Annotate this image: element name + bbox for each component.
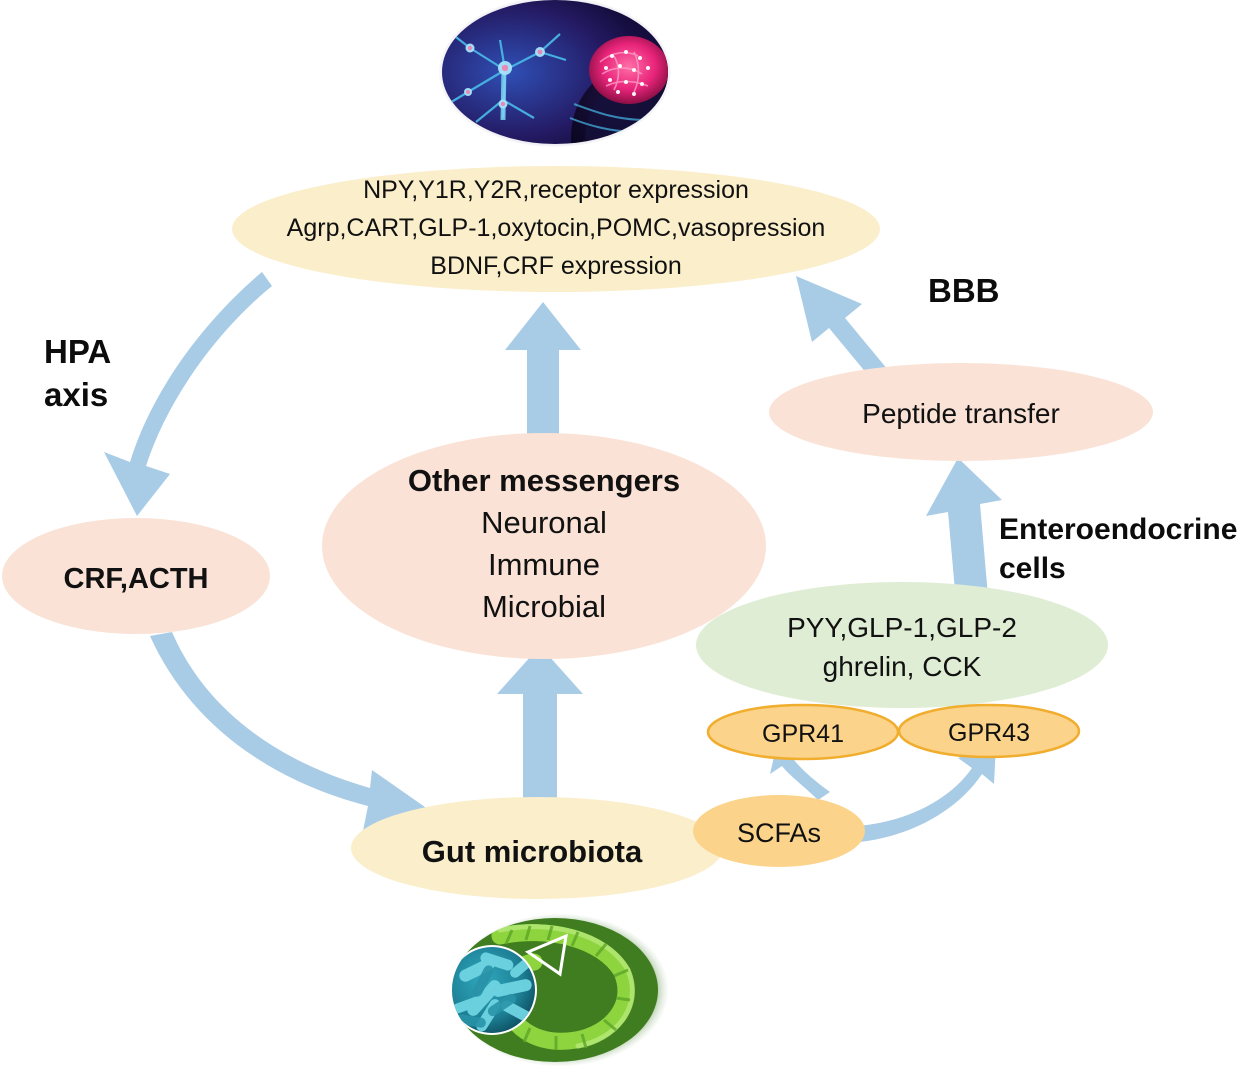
other-messengers-line-1: Neuronal [481,505,607,540]
other-messengers-heading: Other messengers [408,463,680,498]
node-brain-peptides[interactable]: NPY,Y1R,Y2R,receptor expression Agrp,CAR… [232,166,880,292]
brain-peptides-line-2: Agrp,CART,GLP-1,oxytocin,POMC,vasopressi… [287,214,826,242]
peptide-transfer-label: Peptide transfer [862,398,1060,429]
gut-peptides-line-1: PYY,GLP-1,GLP-2 [787,612,1017,643]
annotation-bbb: BBB [928,272,1000,309]
hpa-axis-line-2: axis [44,376,108,413]
gut-microbiota-label: Gut microbiota [422,834,643,869]
other-messengers-line-2: Immune [488,547,600,582]
gpr43-label: GPR43 [948,719,1030,747]
node-gut-microbiota[interactable]: Gut microbiota [351,797,723,899]
bbb-label: BBB [928,272,1000,309]
brain-neuron-image [439,0,671,147]
node-gpr41[interactable]: GPR41 [706,703,900,761]
brain-peptides-line-1: NPY,Y1R,Y2R,receptor expression [363,176,749,204]
arrow-gutpeptides-to-peptide [926,458,1002,602]
node-crf-acth[interactable]: CRF,ACTH [2,518,270,634]
arrow-messengers-to-brain [505,302,581,442]
hpa-axis-line-1: HPA [44,333,111,370]
brain-peptides-line-3: BDNF,CRF expression [430,252,681,280]
gpr41-label: GPR41 [762,720,844,748]
node-scfas[interactable]: SCFAs [693,795,865,867]
node-gut-peptides[interactable]: PYY,GLP-1,GLP-2 ghrelin, CCK [696,582,1108,708]
annotation-hpa-axis: HPA axis [44,333,111,413]
arrow-brain-to-crf [104,272,272,516]
arrow-crf-to-gut [150,632,432,836]
crf-acth-label: CRF,ACTH [64,563,209,595]
arrow-gut-to-messengers [497,646,583,800]
arrow-peptide-to-brain [796,276,898,392]
gut-microbiota-image [452,914,668,1066]
node-gpr43[interactable]: GPR43 [897,703,1081,759]
gut-peptides-line-2: ghrelin, CCK [823,651,982,682]
node-other-messengers[interactable]: Other messengers Neuronal Immune Microbi… [322,433,766,659]
enteroendocrine-line-1: Enteroendocrine [999,513,1237,546]
enteroendocrine-line-2: cells [999,552,1066,585]
annotation-enteroendocrine-cells: Enteroendocrine cells [999,513,1237,585]
arrow-scfas-to-gpr43 [858,744,996,842]
node-peptide-transfer[interactable]: Peptide transfer [769,363,1153,461]
scfas-label: SCFAs [737,818,821,848]
other-messengers-line-3: Microbial [482,589,606,624]
